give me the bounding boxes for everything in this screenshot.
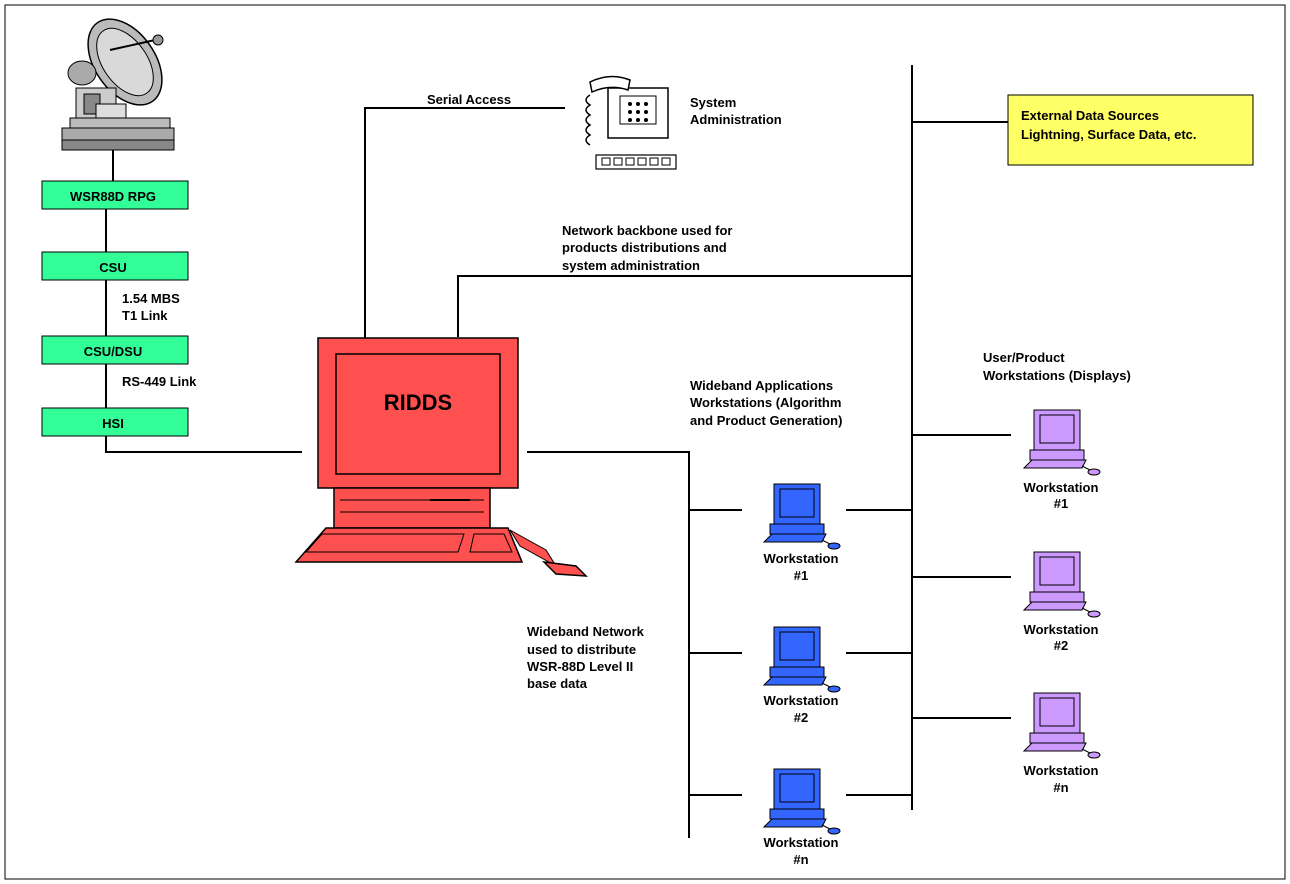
csu-box: [41, 251, 189, 281]
wideband-apps-label-2: Workstations (Algorithm: [690, 395, 841, 410]
blue-workstation-n-icon: [763, 768, 841, 835]
system-admin-label-1: System: [690, 95, 736, 110]
external-data-sources-title: External Data Sources: [1021, 108, 1159, 123]
diagram-border: [4, 4, 1286, 880]
t1-link-label: T1 Link: [122, 308, 168, 323]
wideband-network-label-4: base data: [527, 676, 588, 691]
ridds-computer-icon: [294, 337, 588, 577]
csu-dsu-label: CSU/DSU: [84, 344, 143, 359]
blue-workstation-1-icon: [763, 483, 841, 550]
user-product-label-1: User/Product: [983, 350, 1065, 365]
blue-workstation-1-num: #1: [794, 568, 808, 583]
rs449-link-label: RS-449 Link: [122, 374, 197, 389]
blue-workstation-n-num: #n: [793, 852, 808, 867]
telephone-icon: [585, 75, 677, 170]
blue-workstation-2-name: Workstation: [764, 693, 839, 708]
purple-workstation-2-num: #2: [1054, 638, 1068, 653]
purple-workstation-1-name: Workstation: [1024, 480, 1099, 495]
blue-workstation-1-name: Workstation: [764, 551, 839, 566]
wideband-network-label-3: WSR-88D Level II: [527, 659, 633, 674]
wideband-network-label-1: Wideband Network: [527, 624, 645, 639]
wsr88d-rpg-label: WSR88D RPG: [70, 189, 156, 204]
purple-workstation-n-icon: [1023, 692, 1101, 759]
csu-label: CSU: [99, 260, 126, 275]
purple-workstation-n-name: Workstation: [1024, 763, 1099, 778]
ridds-label: RIDDS: [384, 390, 452, 415]
t1-speed-label: 1.54 MBS: [122, 291, 180, 306]
hsi-box: [41, 407, 189, 437]
system-admin-label-2: Administration: [690, 112, 782, 127]
purple-workstation-1-icon: [1023, 409, 1101, 476]
purple-workstation-n-num: #n: [1053, 780, 1068, 795]
purple-workstation-1-num: #1: [1054, 496, 1068, 511]
radar-dish-icon: [61, 18, 175, 151]
wsr88d-rpg-box: [41, 180, 189, 210]
blue-workstation-n-name: Workstation: [764, 835, 839, 850]
backbone-label-2: products distributions and: [562, 240, 727, 255]
blue-workstation-2-icon: [763, 626, 841, 693]
wideband-network-label-2: used to distribute: [527, 642, 636, 657]
backbone-label-1: Network backbone used for: [562, 223, 732, 238]
hsi-label: HSI: [102, 416, 124, 431]
blue-workstation-2-num: #2: [794, 710, 808, 725]
wideband-apps-label-3: and Product Generation): [690, 413, 842, 428]
purple-workstation-2-icon: [1023, 551, 1101, 618]
external-data-sources-detail: Lightning, Surface Data, etc.: [1021, 127, 1197, 142]
purple-workstation-2-name: Workstation: [1024, 622, 1099, 637]
serial-access-label: Serial Access: [427, 92, 511, 107]
user-product-label-2: Workstations (Displays): [983, 368, 1131, 383]
wideband-apps-label-1: Wideband Applications: [690, 378, 833, 393]
backbone-label-3: system administration: [562, 258, 700, 273]
external-data-sources-box: [1007, 94, 1254, 166]
csu-dsu-box: [41, 335, 189, 365]
